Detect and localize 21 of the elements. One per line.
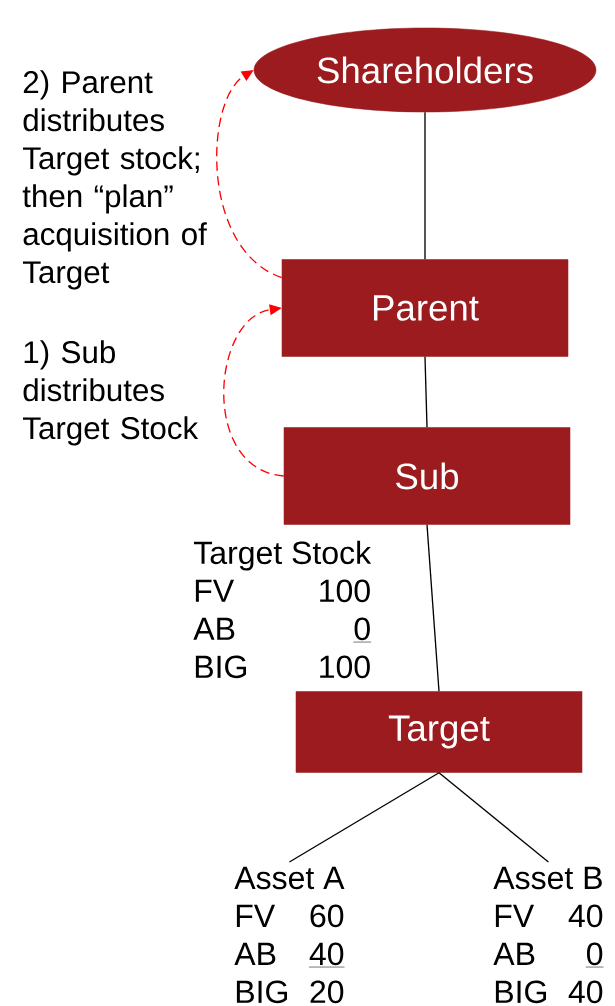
asset-table: Asset A FV 60 AB 40 BIG 20 <box>234 866 345 1004</box>
connector-line <box>438 772 550 863</box>
label: 0 <box>354 617 370 641</box>
label: Target Stock <box>193 540 372 571</box>
label: AB <box>193 617 235 640</box>
connector-line <box>288 772 440 863</box>
entity-box: Target <box>295 691 583 773</box>
connector-line <box>424 111 426 260</box>
step-label: 1) Sub distributes Target Stock <box>23 340 199 446</box>
arrow <box>216 70 283 279</box>
value-table: Target Stock FV 100 AB 0 BIG 100 <box>193 540 372 679</box>
entity-box: Sub <box>283 427 571 525</box>
entity-box: Parent <box>281 259 569 357</box>
arrow <box>223 304 285 477</box>
label: BIG <box>195 655 247 679</box>
step-label: 2) Parent distributes Target stock; then “plan” acquisition of Target <box>22 70 207 290</box>
asset-table: Asset B FV 40 AB 0 BIG 40 <box>493 866 604 1004</box>
connector-line <box>424 356 428 428</box>
connector-line <box>426 524 440 692</box>
label: FV <box>195 579 235 602</box>
label: 100 <box>320 579 370 603</box>
